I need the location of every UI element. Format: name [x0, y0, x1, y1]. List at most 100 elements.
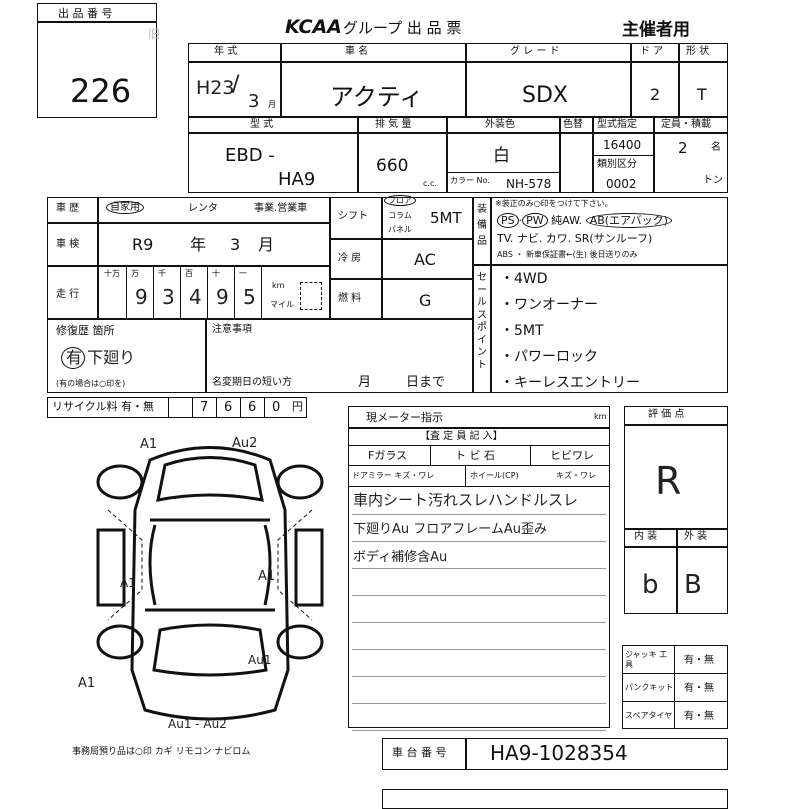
mile-unit: マイル	[270, 300, 294, 309]
header-title: グループ 出 品 票	[343, 19, 462, 37]
inspector-glass: Fガラス	[368, 449, 408, 462]
sales-points-label: セールスポイント	[477, 272, 487, 371]
chassis-label: 車 台 番 号	[392, 746, 447, 759]
bottom-box	[382, 789, 728, 809]
inspector-wheel-damage: キズ・ワレ	[556, 471, 596, 480]
recycle-digit: 7	[200, 400, 209, 415]
category-header: 類別区分	[597, 159, 637, 170]
comment-rule-line	[352, 595, 606, 596]
comment-rule-line	[352, 622, 606, 623]
inspector-crack: ヒビワレ	[550, 449, 594, 462]
mileage-digit: 9	[135, 285, 148, 309]
inspector-label: 【査 定 員 記 入】	[420, 431, 503, 442]
header-left-mark: 旧	[148, 27, 161, 41]
door-header: ド ア	[640, 46, 664, 57]
spec-table	[188, 117, 728, 193]
cc-unit: c.c.	[423, 179, 437, 188]
repair-circle-icon	[61, 347, 85, 369]
vehicle-name: アクティ	[330, 83, 424, 111]
typeno-header: 型式指定	[597, 119, 637, 130]
year-era: H23	[196, 77, 235, 99]
recycle-cell	[240, 397, 264, 418]
inspection-era: R9	[132, 235, 154, 254]
recycle-cell	[168, 397, 192, 418]
shift-value: 5MT	[430, 209, 462, 227]
sales-point-item: ・パワーロック	[500, 349, 598, 365]
equipment-box	[473, 197, 728, 265]
history-option-rental: レンタ	[188, 203, 218, 214]
damage-mark-rear-right: Au1	[248, 653, 272, 667]
inspector-wheel: ホイール(CP)	[470, 471, 519, 480]
inspector-mirror: ドアミラー キズ・ワレ	[352, 471, 435, 480]
shift-label: シフト	[338, 211, 368, 222]
name-header: 車 名	[345, 46, 369, 57]
comment-rule-line	[352, 541, 606, 542]
damage-mark-front-right: Au2	[232, 436, 258, 451]
tools-box	[622, 645, 728, 729]
sales-point-item: ・4WD	[500, 271, 548, 287]
mileage-label: 走 行	[56, 289, 80, 300]
tool-repairkit-value: 有・無	[684, 683, 714, 694]
grade-header: グ レ ー ド	[510, 46, 560, 57]
inspection-month-unit: 月	[258, 235, 275, 254]
load-unit: トン	[703, 175, 723, 186]
tool-jack-value: 有・無	[684, 655, 714, 666]
mileage-cell	[181, 266, 208, 318]
exterior-score: B	[684, 570, 702, 600]
shift-option-panel: パネル	[388, 225, 412, 234]
equipment-note: ※装正のみ○印をつけて下さい。	[495, 199, 613, 208]
comment-rule-line	[352, 514, 606, 515]
year-month-unit: 月	[268, 100, 276, 109]
recycle-label: リサイクル料 有・無	[52, 400, 154, 413]
km-unit: km	[272, 281, 285, 290]
inspector-comment-2: 下廻りAu フロアフレームAu歪み	[353, 522, 548, 537]
score-label: 評 価 点	[648, 409, 685, 420]
inspection-label: 車 検	[56, 239, 80, 250]
model-number: HA9	[278, 169, 316, 190]
displacement-header: 排 気 量	[375, 119, 412, 130]
tool-repairkit-label: パンクキット	[625, 683, 674, 692]
model-code: EBD -	[225, 145, 275, 166]
equipment-line1: PS·PW 純AW. AB(エアバック)	[497, 213, 672, 228]
mileage-digit: 9	[216, 285, 229, 309]
meter-unit: km	[594, 412, 607, 421]
fuel-label: 燃 料	[338, 293, 362, 304]
sales-point-item: ・5MT	[500, 323, 544, 339]
color-no-label: カラー No.	[450, 176, 490, 185]
meter-label: 現メーター指示	[366, 411, 443, 424]
category-number: 0002	[606, 177, 637, 191]
inspector-comment-3: ボディ補修含Au	[353, 550, 448, 565]
interior-label: 内 装	[634, 531, 658, 542]
tool-spare-value: 有・無	[684, 711, 714, 722]
mileage-unit-label: 百	[185, 269, 193, 278]
mileage-unit-label: 万	[131, 269, 139, 278]
lot-label: 出 品 番 号	[58, 7, 113, 20]
repair-note: (有の場合は○印を)	[56, 379, 126, 388]
notes-label: 注意事項	[212, 324, 252, 335]
aircon-label: 冷 房	[338, 253, 362, 264]
recycle-box	[47, 397, 307, 418]
mileage-cell	[154, 266, 181, 318]
shift-option-floor: フロア	[384, 195, 416, 206]
capacity-header: 定員・積載	[661, 119, 711, 130]
color-no: NH-578	[506, 177, 552, 191]
tool-spare-label: スペアタイヤ	[625, 711, 673, 720]
lot-number: 226	[70, 72, 132, 110]
mileage-digit: 4	[189, 285, 202, 309]
recycle-unit: 円	[292, 400, 303, 413]
chassis-box	[382, 738, 728, 770]
mileage-cell	[235, 266, 262, 318]
diagram-footer: 事務局預り品は○印 カギ リモコン ナビロム	[72, 747, 251, 757]
mileage-cell	[208, 266, 235, 318]
tool-jack-label: ジャッキ 工 具	[625, 650, 668, 670]
history-option-business: 事業.営業車	[254, 203, 308, 214]
year-slash-icon: /	[232, 72, 240, 97]
comment-rule-line	[352, 649, 606, 650]
mileage-digit: 3	[162, 285, 175, 309]
shift-option-column: コラム	[388, 211, 412, 220]
recycle-digit: 0	[272, 400, 281, 415]
comment-rule-line	[352, 676, 606, 677]
recycle-cell	[216, 397, 240, 418]
mileage-unit-label: 一	[239, 269, 247, 278]
mileage-cell	[100, 266, 127, 318]
